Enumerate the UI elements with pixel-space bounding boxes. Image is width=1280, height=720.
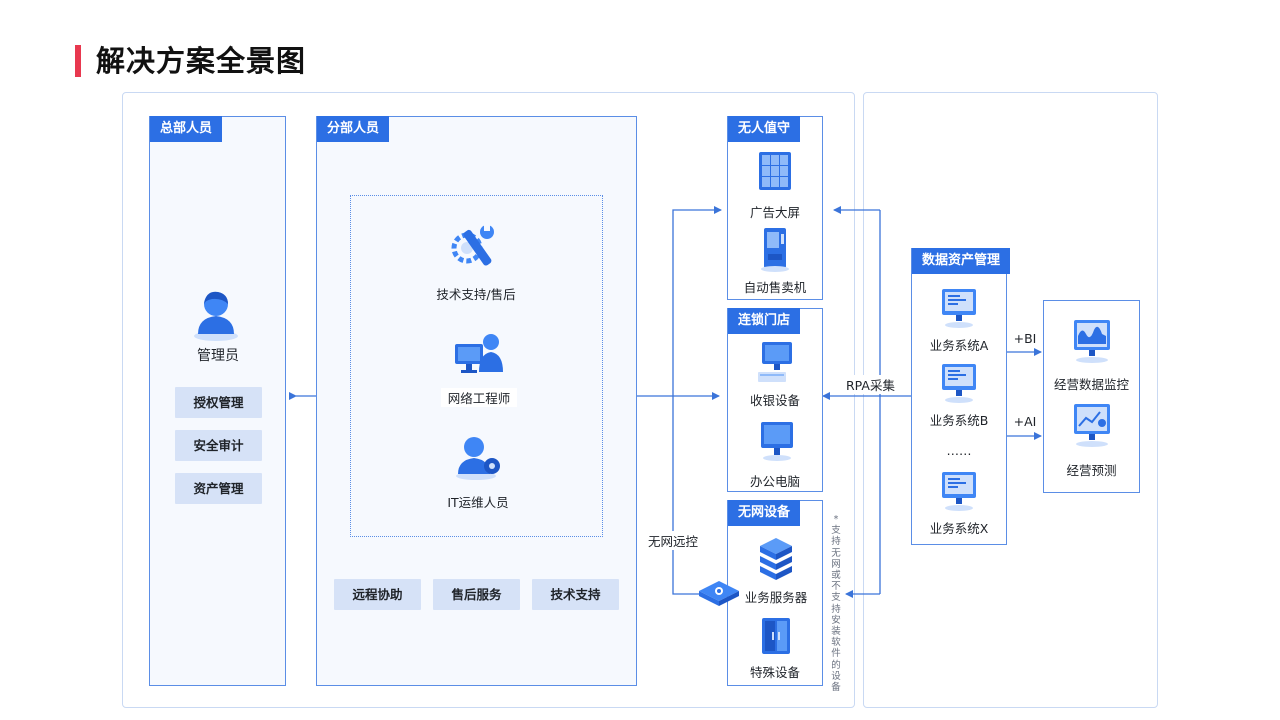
- branch-button-after-sales[interactable]: 售后服务: [433, 579, 520, 610]
- page-title: 解决方案全景图: [96, 44, 307, 78]
- admin-label: 管理员: [197, 348, 239, 364]
- branch-button-remote-assist[interactable]: 远程协助: [334, 579, 421, 610]
- unattended-tag: 无人值守: [728, 116, 801, 142]
- branch-role-it-ops: IT运维人员: [447, 495, 509, 510]
- business-system-a-icon: [939, 287, 979, 331]
- output-business-monitoring: 经营数据监控: [1053, 377, 1129, 392]
- business-monitoring-icon: [1070, 318, 1114, 364]
- ai-label: +AI: [1013, 414, 1037, 429]
- remote-gateway-icon[interactable]: [697, 577, 741, 609]
- branch-tag: 分部人员: [317, 116, 390, 142]
- wrench-gear-icon: [447, 222, 503, 272]
- system-ellipsis: ……: [946, 443, 972, 458]
- special-device-icon: [758, 614, 794, 658]
- office-computer-icon: [758, 420, 796, 464]
- hq-button-asset-management[interactable]: 资产管理: [175, 473, 262, 504]
- branch-button-tech-support[interactable]: 技术支持: [532, 579, 619, 610]
- chain-box: [727, 308, 823, 492]
- admin-user-icon: [188, 286, 244, 342]
- business-system-b-icon: [939, 362, 979, 406]
- hq-tag: 总部人员: [150, 116, 223, 142]
- branch-roles-group: [350, 195, 603, 537]
- chain-item-cash-register: 收银设备: [749, 393, 800, 408]
- title-accent-bar: [75, 45, 81, 77]
- system-x-label: 业务系统X: [929, 521, 989, 536]
- chain-item-office-pc: 办公电脑: [749, 474, 800, 489]
- data-asset-tag: 数据资产管理: [912, 248, 1011, 274]
- branch-role-tech-support: 技术支持/售后: [436, 287, 516, 302]
- offline-item-server: 业务服务器: [744, 590, 808, 605]
- unattended-item-vending: 自动售卖机: [743, 280, 807, 295]
- business-forecast-icon: [1070, 402, 1114, 448]
- hq-button-authorization[interactable]: 授权管理: [175, 387, 262, 418]
- branch-role-network-engineer: 网络工程师: [441, 388, 517, 407]
- server-icon: [756, 536, 796, 580]
- offline-link-label: 无网远控: [644, 531, 702, 550]
- chain-tag: 连锁门店: [728, 308, 801, 334]
- vending-machine-icon: [760, 226, 792, 272]
- unattended-item-ad-screen: 广告大屏: [749, 205, 800, 220]
- offline-tag: 无网设备: [728, 500, 801, 526]
- output-business-forecast: 经营预测: [1066, 463, 1117, 478]
- offline-item-special-device: 特殊设备: [749, 665, 800, 680]
- business-system-x-icon: [939, 470, 979, 514]
- link-to-unattended: [672, 206, 722, 396]
- system-a-label: 业务系统A: [929, 338, 989, 353]
- it-ops-user-icon: [452, 432, 504, 480]
- link-to-offline: [672, 396, 700, 595]
- ad-screen-icon: [756, 150, 794, 194]
- offline-box: [727, 500, 823, 686]
- bi-label: +BI: [1013, 331, 1037, 346]
- system-b-label: 业务系统B: [929, 413, 989, 428]
- hq-button-security-audit[interactable]: 安全审计: [175, 430, 262, 461]
- cash-register-icon: [756, 340, 796, 386]
- rpa-label: RPA采集: [842, 375, 898, 394]
- network-engineer-icon: [453, 332, 505, 378]
- offline-note: *支持无网或不支持安装软件的设备: [831, 514, 841, 694]
